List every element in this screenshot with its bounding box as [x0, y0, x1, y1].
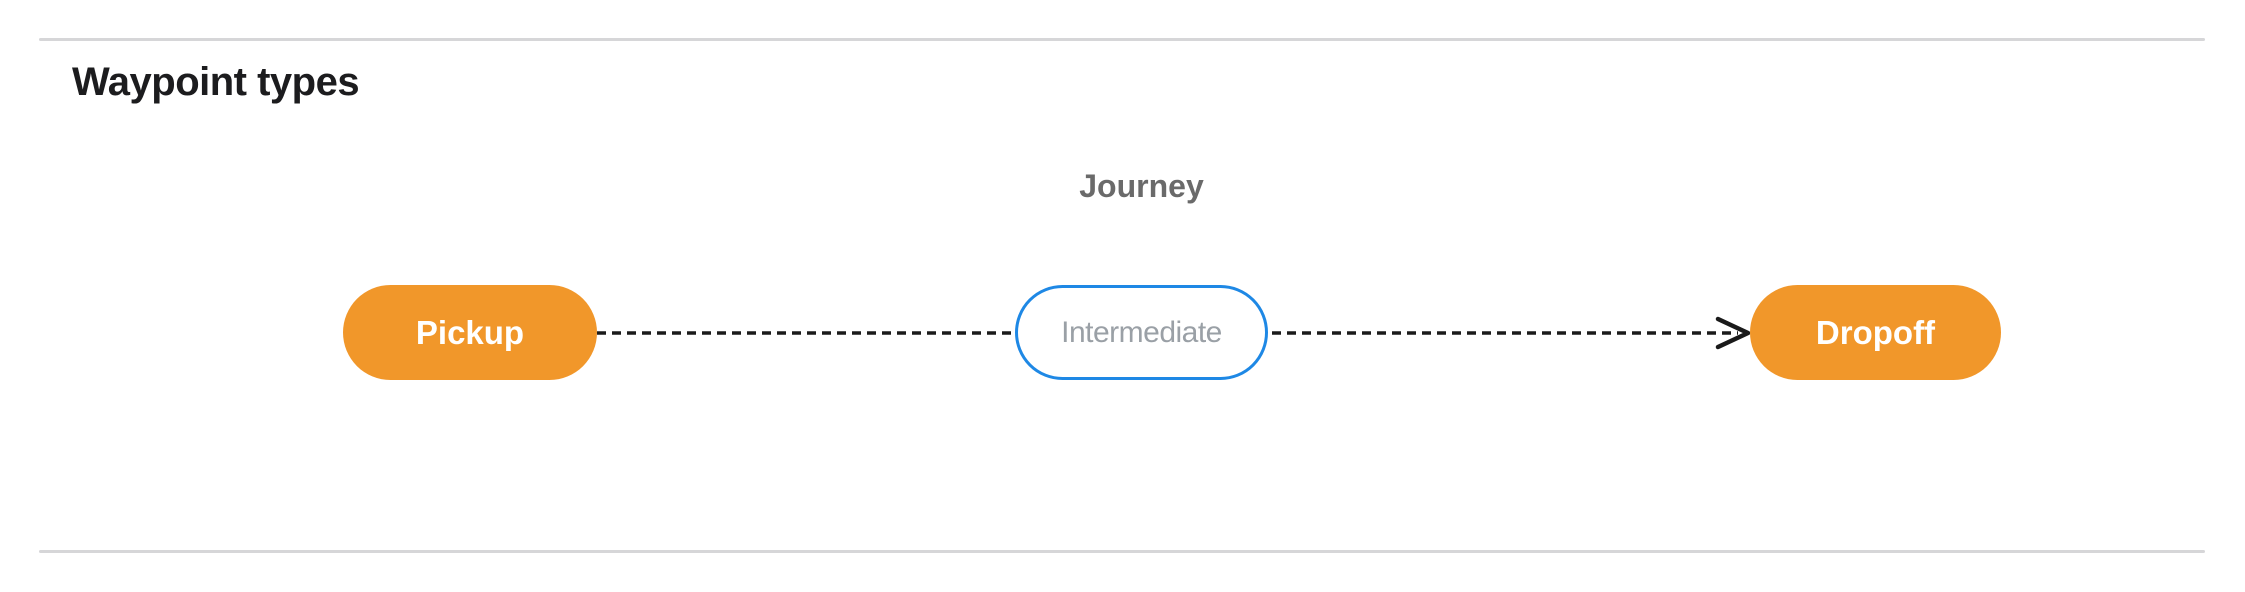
node-dropoff-label: Dropoff	[1815, 313, 1936, 351]
section-title: Waypoint types	[72, 60, 360, 104]
node-pickup-label: Pickup	[415, 313, 525, 351]
node-intermediate: Intermediate	[1015, 285, 1268, 380]
journey-label: Journey	[1079, 168, 1204, 204]
node-pickup: Pickup	[343, 285, 597, 380]
node-dropoff: Dropoff	[1750, 285, 2001, 380]
bottom-divider	[39, 550, 2205, 553]
node-intermediate-label: Intermediate	[1061, 315, 1222, 349]
arrowhead-icon	[1715, 316, 1751, 350]
top-divider	[39, 38, 2205, 41]
